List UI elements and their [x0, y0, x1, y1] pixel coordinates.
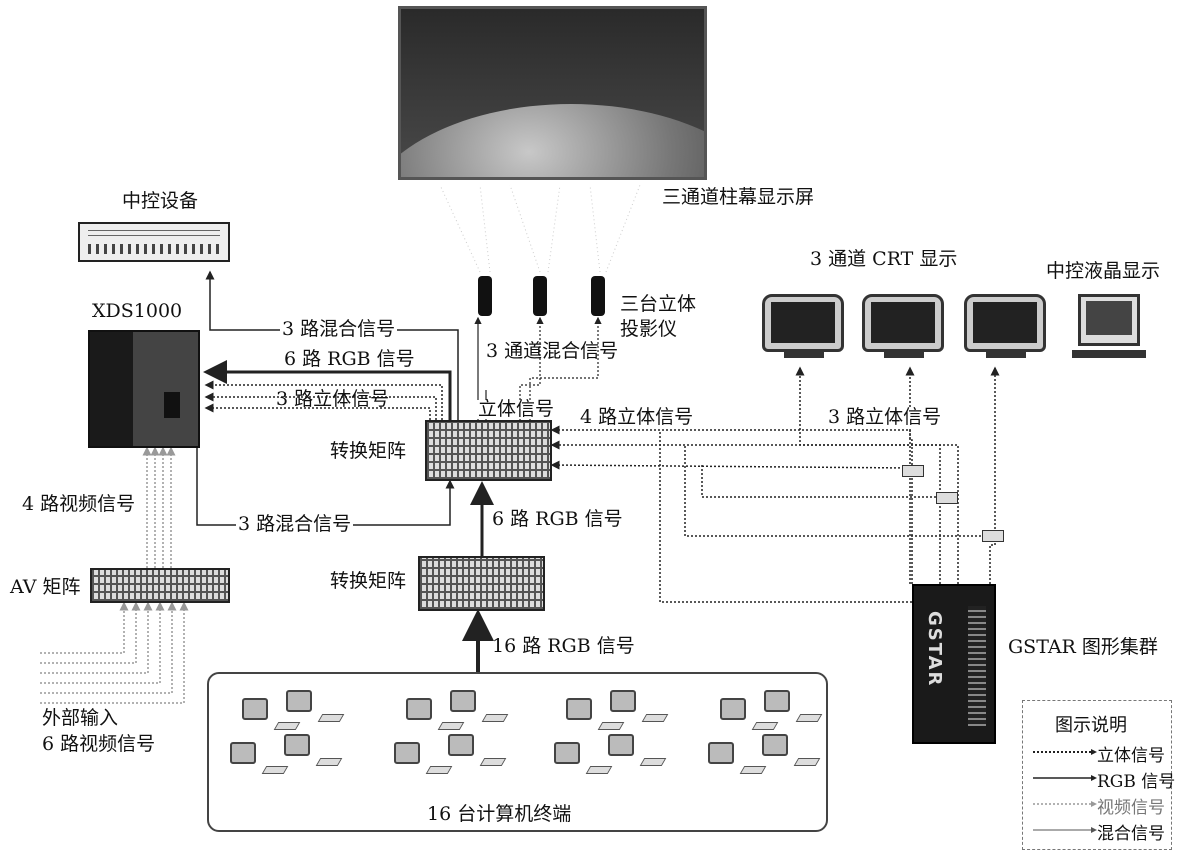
- matrix-top-label: 转换矩阵: [328, 442, 408, 461]
- keyboard: [318, 714, 345, 722]
- mixed3-top-label: 3 路混合信号: [280, 320, 397, 339]
- stereo3-right-label: 3 路立体信号: [826, 408, 943, 427]
- keyboard: [262, 766, 289, 774]
- keyboard: [438, 722, 465, 730]
- keyboard: [480, 758, 507, 766]
- terminals-label: 16 台计算机终端: [425, 805, 573, 824]
- mixed3-bottom-label: 3 路混合信号: [236, 515, 353, 534]
- keyboard: [640, 758, 667, 766]
- xds-label: XDS1000: [90, 302, 184, 321]
- stereo-signal-label: 立体信号: [476, 400, 556, 419]
- keyboard: [482, 714, 509, 722]
- keyboard: [274, 722, 301, 730]
- keyboard: [740, 766, 767, 774]
- gstar-logo-text: GSTAR: [924, 611, 945, 687]
- legend-label-video: 视频信号: [1097, 793, 1165, 818]
- crt-monitor-1: [762, 294, 844, 352]
- terminal-computer: [450, 690, 476, 712]
- screen-label: 三通道柱幕显示屏: [660, 188, 816, 207]
- crt-monitor-3: [964, 294, 1046, 352]
- legend-item-stereo: 立体信号: [1029, 739, 1169, 761]
- legend-item-video: 视频信号: [1029, 791, 1169, 813]
- converter-1: [902, 465, 924, 477]
- lcd-display: [1078, 294, 1140, 346]
- terminal-computer: [764, 690, 790, 712]
- stereo3-left-label: 3 路立体信号: [274, 390, 391, 409]
- keyboard: [316, 758, 343, 766]
- terminal-computer: [762, 734, 788, 756]
- crt-label: 3 通道 CRT 显示: [808, 250, 959, 269]
- rgb16-label: 16 路 RGB 信号: [490, 637, 637, 656]
- keyboard: [796, 714, 823, 722]
- rgb6-left-label: 6 路 RGB 信号: [282, 350, 417, 369]
- external-input-label: 外部输入 6 路视频信号: [40, 706, 157, 757]
- terminal-computer: [566, 698, 592, 720]
- switch-matrix-top: [425, 420, 552, 481]
- keyboard: [642, 714, 669, 722]
- mixed3-channel-label: 3 通道混合信号: [484, 342, 620, 361]
- xds1000-device: [88, 330, 200, 448]
- projector-2: [533, 276, 547, 316]
- terminal-computer: [608, 734, 634, 756]
- legend-label-rgb: RGB 信号: [1097, 767, 1175, 792]
- terminal-computer: [230, 742, 256, 764]
- lcd-label: 中控液晶显示: [1044, 262, 1162, 281]
- terminal-computer: [448, 734, 474, 756]
- terminal-computer: [708, 742, 734, 764]
- keyboard: [752, 722, 779, 730]
- terminal-computer: [286, 690, 312, 712]
- projectors-label: 三台立体 投影仪: [618, 292, 698, 341]
- legend-label-stereo: 立体信号: [1097, 741, 1165, 766]
- cylindrical-screen: [398, 6, 707, 180]
- terminal-computer: [394, 742, 420, 764]
- converter-2: [936, 492, 958, 504]
- stereo4-label: 4 路立体信号: [578, 408, 695, 427]
- keyboard: [426, 766, 453, 774]
- av-matrix-label: AV 矩阵: [8, 578, 83, 597]
- terminal-computer: [284, 734, 310, 756]
- terminal-computer: [610, 690, 636, 712]
- terminal-computer: [406, 698, 432, 720]
- projector-1: [478, 276, 492, 316]
- gstar-label: GSTAR 图形集群: [1006, 638, 1160, 657]
- switch-matrix-bottom: [418, 556, 545, 611]
- keyboard: [794, 758, 821, 766]
- keyboard: [598, 722, 625, 730]
- crt-monitor-2: [862, 294, 944, 352]
- legend-title: 图示说明: [1055, 711, 1127, 737]
- legend-item-mixed: 混合信号: [1029, 817, 1169, 839]
- gstar-cluster: GSTAR: [912, 584, 996, 744]
- projector-3: [591, 276, 605, 316]
- control-device: [78, 222, 230, 262]
- terminal-computer: [720, 698, 746, 720]
- keyboard: [586, 766, 613, 774]
- legend-label-mixed: 混合信号: [1097, 819, 1165, 844]
- converter-3: [982, 530, 1004, 542]
- matrix-bottom-label: 转换矩阵: [328, 572, 408, 591]
- terminal-computer: [554, 742, 580, 764]
- av-matrix: [90, 568, 230, 603]
- control-device-label: 中控设备: [120, 192, 200, 211]
- video4-label: 4 路视频信号: [20, 495, 137, 514]
- terminal-computer: [242, 698, 268, 720]
- legend: 图示说明 立体信号 RGB 信号 视频信号 混合信号: [1022, 700, 1172, 850]
- legend-item-rgb: RGB 信号: [1029, 765, 1169, 787]
- rgb6-mid-label: 6 路 RGB 信号: [490, 510, 625, 529]
